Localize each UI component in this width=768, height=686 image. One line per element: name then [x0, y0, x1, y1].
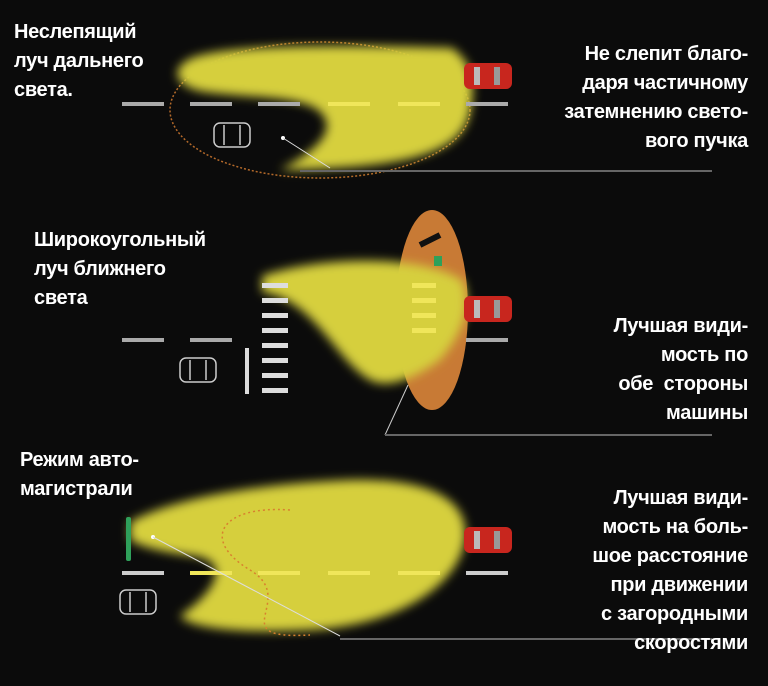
benefit-line: мость по [660, 344, 748, 366]
label-line: магистрали [20, 478, 133, 500]
benefit-line: при движении [610, 574, 748, 596]
label-line: света [34, 287, 88, 309]
oncoming-car [464, 527, 512, 553]
road-center-line [122, 571, 508, 575]
own-car [179, 357, 217, 383]
highway-beam [130, 479, 466, 632]
panel-2-benefit: Лучшая види- мость по обе стороны машины [613, 312, 749, 428]
road-center-line [122, 102, 508, 106]
panel-1-mode-label: Неслепящий луч дальнего света. [14, 18, 144, 105]
oncoming-car [464, 63, 512, 89]
benefit-line: мость на боль- [602, 516, 748, 538]
wide-low-beam [262, 260, 467, 384]
benefit-line: вого пучка [644, 130, 748, 152]
crosswalk [262, 283, 436, 393]
benefit-line: шое расстояние [592, 545, 748, 567]
own-car [119, 589, 157, 615]
label-line: луч дальнего [14, 50, 144, 72]
benefit-line: машины [666, 402, 748, 424]
panel-2-mode-label: Широкоугольный луч ближнего света [34, 226, 206, 313]
benefit-line: Лучшая види- [613, 487, 749, 509]
benefit-line: с загородными [601, 603, 748, 625]
label-line: Широкоугольный [34, 229, 206, 251]
panel-3-drawing [119, 479, 712, 640]
panel-3-benefit: Лучшая види- мость на боль- шое расстоян… [592, 484, 748, 658]
panel-1-benefit: Не слепит благо- даря частичному затемне… [564, 40, 748, 156]
benefit-line: скоростями [634, 632, 748, 654]
panel-3-mode-label: Режим авто- магистрали [20, 446, 139, 504]
benefit-line: Не слепит благо- [584, 43, 749, 65]
label-line: света. [14, 79, 73, 101]
benefit-line: даря частичному [582, 72, 748, 94]
panel-2-drawing [122, 210, 712, 436]
own-car [213, 122, 251, 148]
pointer-line [384, 384, 409, 436]
benefit-line: обе стороны [618, 373, 748, 395]
pedestrian [418, 232, 442, 266]
label-line: Режим авто- [20, 449, 139, 471]
label-line: луч ближнего [34, 258, 166, 280]
panel-1-drawing [122, 41, 712, 179]
high-beam [177, 46, 473, 170]
benefit-line: затемнению свето- [564, 101, 748, 123]
pointer-line [152, 536, 341, 637]
oncoming-car [464, 296, 512, 322]
sensor-icon [126, 517, 131, 561]
road-center-line [122, 338, 508, 342]
pointer-line [282, 137, 331, 169]
benefit-line: Лучшая види- [613, 315, 749, 337]
label-line: Неслепящий [14, 21, 137, 43]
